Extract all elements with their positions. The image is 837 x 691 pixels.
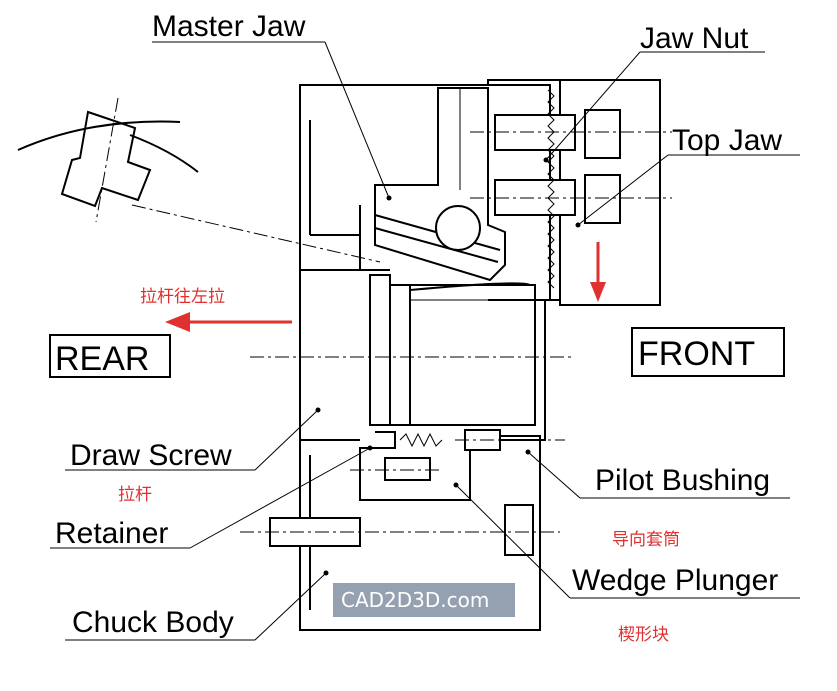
label-master-jaw: Master Jaw xyxy=(152,10,306,43)
label-cn-guide-sleeve: 导向套筒 xyxy=(612,530,680,550)
rear-box xyxy=(49,334,171,378)
arrow-down-icon xyxy=(590,242,606,302)
label-wedge-plunger: Wedge Plunger xyxy=(572,564,778,597)
label-cn-pull-left: 拉杆往左拉 xyxy=(140,287,225,307)
draw-screw-shape xyxy=(250,274,575,426)
arrow-left-icon xyxy=(165,312,292,332)
label-top-jaw: Top Jaw xyxy=(672,124,782,157)
leader-lines xyxy=(50,41,800,641)
watermark-text: CAD2D3D.com xyxy=(341,588,489,612)
label-cn-draw-rod: 拉杆 xyxy=(118,485,152,505)
jaw-silhouette xyxy=(17,97,381,263)
watermark: CAD2D3D.com xyxy=(333,583,515,617)
label-pilot-bushing: Pilot Bushing xyxy=(595,464,770,497)
label-draw-screw: Draw Screw xyxy=(70,439,232,472)
label-front: FRONT xyxy=(638,335,755,373)
top-jaw-shape xyxy=(470,79,672,306)
lower-components xyxy=(240,429,565,576)
label-chuck-body: Chuck Body xyxy=(72,606,234,639)
label-jaw-nut: Jaw Nut xyxy=(640,22,749,55)
label-cn-wedge-block: 楔形块 xyxy=(618,625,669,645)
label-retainer: Retainer xyxy=(55,517,168,550)
chuck-body xyxy=(299,79,561,631)
label-rear: REAR xyxy=(55,340,149,378)
front-box xyxy=(631,327,785,377)
master-jaw-shape xyxy=(374,87,506,282)
